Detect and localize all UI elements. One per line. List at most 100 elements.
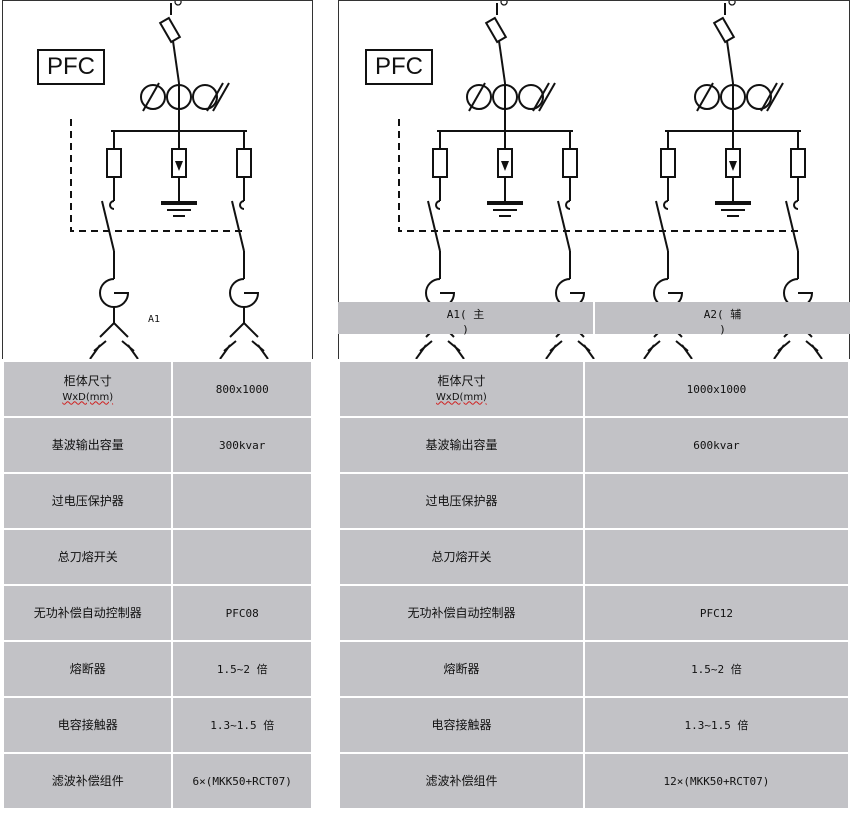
spec-value: 1.3~1.5 倍 <box>171 696 313 754</box>
spec-label-text: 熔断器 <box>69 662 106 676</box>
arrester-arrow <box>175 161 183 171</box>
spec-row: 过电压保护器 <box>1 472 313 530</box>
current-transformer-icon <box>518 84 544 110</box>
unit-label-a2-aux: A2( 辅 ) <box>593 302 850 336</box>
spec-label: 总刀熔开关 <box>1 528 174 586</box>
spec-label: 基波输出容量 <box>338 416 585 474</box>
spec-label-sub: WxD(mm) <box>62 391 114 403</box>
spec-row: 总刀熔开关 <box>338 528 851 586</box>
contactor-switch <box>427 200 441 252</box>
spec-label-text: 基波输出容量 <box>425 438 498 452</box>
spec-label-text: 柜体尺寸 <box>63 373 112 388</box>
spec-value: 1000x1000 <box>582 360 851 418</box>
control-dashed-line <box>398 119 801 232</box>
spec-value: 300kvar <box>171 416 313 474</box>
earth-symbol <box>500 1 508 6</box>
unit-label-a1-main: A1( 主 ) <box>446 308 485 336</box>
spec-label-text: 总刀熔开关 <box>57 550 118 564</box>
feed-line <box>726 40 734 84</box>
current-transformer-icon <box>140 84 166 110</box>
capacitor-icon <box>89 321 139 359</box>
single-line-diagram-right: PFC <box>338 0 850 359</box>
spec-value <box>171 528 313 586</box>
ct-slash <box>696 82 714 112</box>
spec-row: 柜体尺寸 WxD(mm) 1000x1000 <box>338 360 851 418</box>
spec-label: 无功补偿自动控制器 <box>338 584 585 642</box>
contactor-switch <box>557 200 571 252</box>
feed-line <box>498 40 506 84</box>
fuse-icon <box>432 148 448 178</box>
spec-value <box>582 528 851 586</box>
spec-label-text: 滤波补偿组件 <box>425 774 498 788</box>
fuse-icon <box>236 148 252 178</box>
current-transformer-icon <box>746 84 772 110</box>
spec-row: 柜体尺寸 WxD(mm) 800x1000 <box>1 360 313 418</box>
spec-row: 熔断器 1.5~2 倍 <box>338 640 851 698</box>
contactor-switch <box>231 200 245 252</box>
contactor-hook <box>435 200 441 210</box>
spec-table-right: 柜体尺寸 WxD(mm) 1000x1000 基波输出容量 600kvar 过电压保护器总… <box>338 360 851 810</box>
earth-symbol <box>728 1 736 6</box>
spec-value: 600kvar <box>582 416 851 474</box>
spec-label-text: 熔断器 <box>443 662 480 676</box>
ct-slash <box>538 82 556 112</box>
spec-label: 过电压保护器 <box>1 472 174 530</box>
spec-label-text: 过电压保护器 <box>51 494 124 508</box>
earth-symbol <box>174 1 182 6</box>
spec-value: 1.5~2 倍 <box>171 640 313 698</box>
spec-value: 12×(MKK50+RCT07) <box>582 752 851 810</box>
spec-value: 1.5~2 倍 <box>582 640 851 698</box>
spec-label: 滤波补偿组件 <box>1 752 174 810</box>
spec-label-text: 过电压保护器 <box>425 494 498 508</box>
spec-row: 电容接触器 1.3~1.5 倍 <box>1 696 313 754</box>
spec-value: PFC12 <box>582 584 851 642</box>
arrester-arrow <box>729 161 737 171</box>
spec-label: 无功补偿自动控制器 <box>1 584 174 642</box>
ct-slash <box>468 82 486 112</box>
spec-label: 熔断器 <box>338 640 585 698</box>
feed-line <box>172 40 180 84</box>
current-transformer-icon <box>466 84 492 110</box>
spec-label: 过电压保护器 <box>338 472 585 530</box>
spec-label-text: 无功补偿自动控制器 <box>33 606 142 620</box>
spec-row: 总刀熔开关 <box>1 528 313 586</box>
fuse-switch-icon <box>158 16 182 44</box>
spec-label: 电容接触器 <box>1 696 174 754</box>
spec-label-sub: WxD(mm) <box>436 391 487 403</box>
contactor-hook <box>109 200 115 210</box>
spec-value: 800x1000 <box>171 360 313 418</box>
spec-row: 熔断器 1.5~2 倍 <box>1 640 313 698</box>
fuse-icon <box>106 148 122 178</box>
spec-label-text: 电容接触器 <box>57 718 118 732</box>
spec-label-text: 无功补偿自动控制器 <box>407 606 516 620</box>
ct-slash <box>212 82 230 112</box>
contactor-switch <box>655 200 669 252</box>
spec-label: 基波输出容量 <box>1 416 174 474</box>
control-dashed-line <box>70 119 247 232</box>
capacitor-icon <box>219 321 269 359</box>
spec-label-text: 柜体尺寸 <box>437 373 486 388</box>
ct-slash <box>142 82 160 112</box>
contactor-hook <box>663 200 669 210</box>
contactor-hook <box>793 200 799 210</box>
contactor-hook <box>239 200 245 210</box>
current-transformer-icon <box>192 84 218 110</box>
pfc-badge-right: PFC <box>365 49 433 85</box>
spec-value: 1.3~1.5 倍 <box>582 696 851 754</box>
spec-row: 滤波补偿组件 12×(MKK50+RCT07) <box>338 752 851 810</box>
pfc-badge-left: PFC <box>37 49 105 85</box>
ct-slash <box>206 82 224 112</box>
spec-label: 熔断器 <box>1 640 174 698</box>
contactor-hook <box>565 200 571 210</box>
fuse-switch-icon <box>484 16 508 44</box>
fuse-icon <box>562 148 578 178</box>
spec-value <box>171 472 313 530</box>
reactor-icon <box>99 278 130 308</box>
spec-row: 无功补偿自动控制器 PFC12 <box>338 584 851 642</box>
contactor-switch <box>785 200 799 252</box>
spec-label: 滤波补偿组件 <box>338 752 585 810</box>
contactor-switch <box>101 200 115 252</box>
